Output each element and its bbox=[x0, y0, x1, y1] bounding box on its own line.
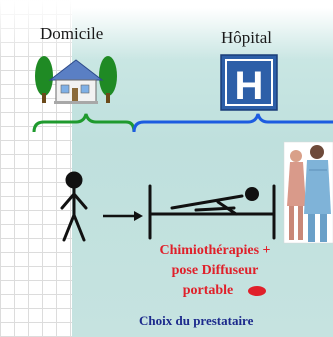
hospital-label: Hôpital bbox=[221, 28, 272, 47]
stick-figure-icon bbox=[60, 171, 88, 242]
grid-fade bbox=[0, 0, 72, 60]
pump-icon bbox=[248, 286, 266, 296]
hospital-bed-icon bbox=[148, 184, 276, 240]
treatment-line-1: Chimiothérapies + bbox=[159, 243, 271, 258]
treatment-line-2: pose Diffuseur bbox=[171, 263, 259, 278]
nurses-illustration bbox=[283, 141, 333, 244]
provider-choice-text: Choix du prestataire bbox=[139, 313, 254, 328]
hospital-sign-icon: H bbox=[220, 54, 278, 111]
arrow-icon bbox=[103, 211, 143, 221]
tree-icon bbox=[35, 56, 117, 103]
home-label: Domicile bbox=[40, 24, 104, 43]
hospital-sign-letter: H bbox=[235, 64, 264, 108]
treatment-line-3: portable bbox=[182, 283, 234, 298]
house-icon bbox=[48, 59, 104, 104]
home-bracket bbox=[32, 113, 136, 133]
hospital-bracket bbox=[132, 113, 333, 133]
